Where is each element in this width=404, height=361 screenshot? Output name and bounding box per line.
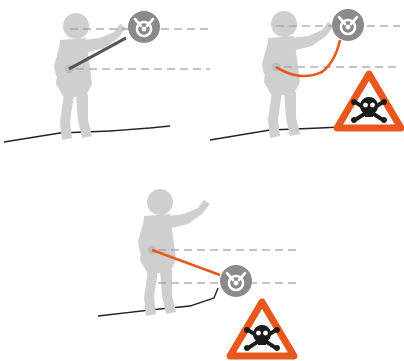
fall-arrest-device-icon: [332, 9, 364, 41]
panel-correct: [4, 11, 210, 142]
fall-arrest-device-icon: [128, 11, 160, 43]
fall-arrest-device-icon: [220, 265, 252, 297]
skull-warning-icon: [337, 74, 401, 128]
skull-warning-icon: [230, 302, 294, 356]
panel-incorrect-low-anchor: [98, 189, 300, 356]
panel-incorrect-slack: [210, 9, 401, 140]
worker-silhouette: [54, 13, 126, 140]
ground-line: [98, 288, 218, 316]
